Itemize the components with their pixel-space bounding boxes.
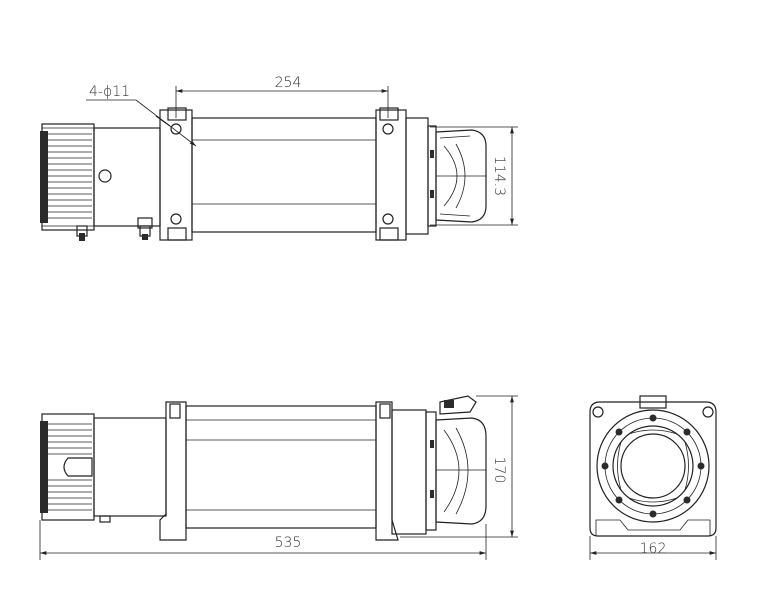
bolt-hole-leader bbox=[86, 99, 197, 147]
dim-254 bbox=[175, 86, 389, 118]
dim-162 bbox=[589, 536, 717, 560]
right-mount-top bbox=[375, 107, 407, 241]
dim-254-label: 254 bbox=[275, 75, 302, 91]
motor-body-side bbox=[93, 417, 167, 517]
motor-fins-side bbox=[40, 413, 95, 521]
drum-top bbox=[191, 117, 377, 233]
dim-114-label: 114.3 bbox=[491, 156, 507, 196]
dim-162-label: 162 bbox=[640, 541, 667, 557]
gearbox-top bbox=[405, 117, 487, 235]
dim-114 bbox=[430, 126, 518, 226]
dim-170 bbox=[400, 395, 518, 538]
end-outer-ring bbox=[596, 409, 710, 523]
right-mount-side bbox=[375, 401, 399, 541]
motor-terminal-side bbox=[99, 515, 111, 523]
drum-side bbox=[185, 405, 377, 529]
dim-535-label: 535 bbox=[275, 535, 302, 551]
end-view: 162 bbox=[589, 395, 717, 560]
motor-fins-top bbox=[40, 123, 95, 231]
end-drum-bore bbox=[620, 433, 686, 499]
motor-port bbox=[98, 169, 112, 183]
top-view: 4-ϕ11 254 114.3 bbox=[40, 75, 518, 241]
end-bolts bbox=[601, 414, 705, 518]
left-mount-top bbox=[159, 107, 193, 241]
end-top-boss bbox=[639, 395, 667, 409]
bolt-hole-note: 4-ϕ11 bbox=[89, 84, 130, 100]
dim-535 bbox=[39, 520, 487, 560]
gearbox-side bbox=[391, 395, 487, 535]
motor-body-top bbox=[93, 127, 161, 227]
end-housing bbox=[589, 401, 717, 537]
side-view: 170 535 bbox=[39, 395, 518, 560]
terminal-posts bbox=[76, 217, 153, 241]
left-mount-side bbox=[159, 401, 187, 541]
dim-170-label: 170 bbox=[491, 457, 507, 484]
end-lobes bbox=[617, 429, 689, 503]
